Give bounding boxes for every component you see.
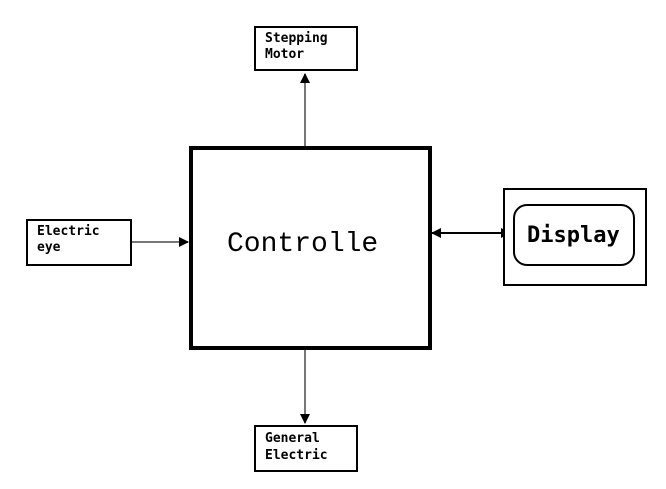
electric-eye-block: Electric eye (26, 219, 132, 266)
stepping-motor-label-line2: Motor (265, 47, 305, 62)
electric-eye-label-line1: Electric (37, 224, 100, 239)
general-electric-label-line1: General (265, 431, 320, 446)
stepping-motor-label-line1: Stepping (265, 31, 328, 46)
stepping-motor-block: Stepping Motor (254, 26, 358, 71)
electric-eye-label-line2: eye (37, 240, 61, 255)
display-screen: Display (513, 204, 635, 266)
general-electric-block: General Electric (254, 425, 358, 472)
controller-block: Controlle (189, 146, 432, 350)
display-block: Display (503, 188, 647, 286)
controller-label: Controlle (227, 229, 379, 260)
general-electric-label-line2: Electric (265, 448, 328, 463)
display-label: Display (527, 223, 620, 248)
